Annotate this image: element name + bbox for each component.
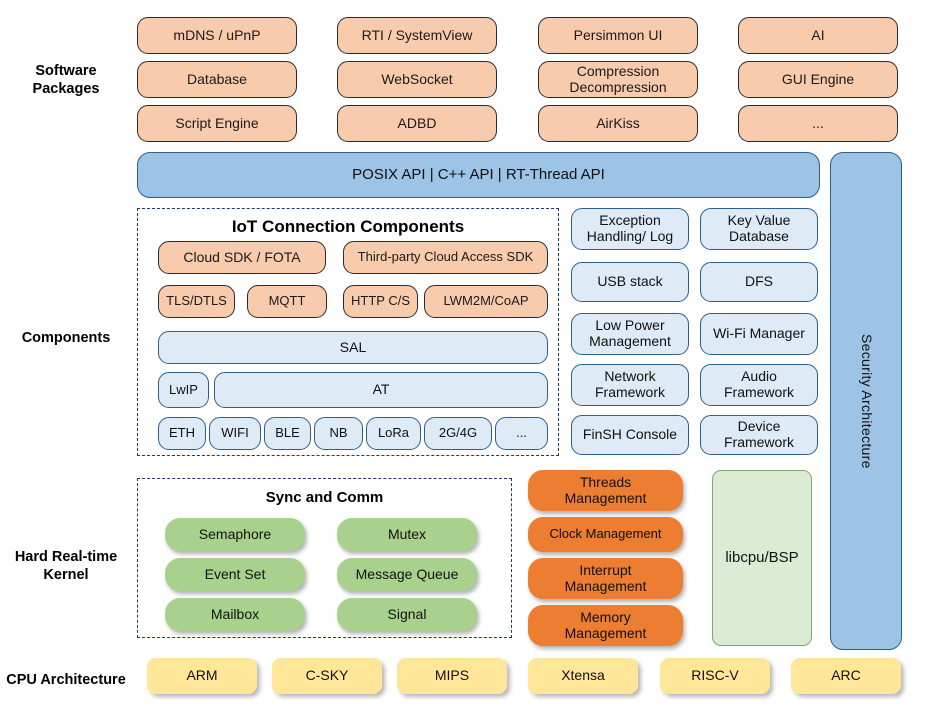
row-label-cpu-architecture: CPU Architecture — [6, 671, 126, 688]
kernel-semaphore[interactable]: Semaphore — [165, 518, 305, 551]
kernel-message-queue[interactable]: Message Queue — [337, 558, 477, 591]
cpu-xtensa[interactable]: Xtensa — [528, 658, 638, 694]
sync-and-comm-title: Sync and Comm — [265, 489, 384, 506]
package-ai[interactable]: AI — [738, 17, 898, 54]
row-label-components: Components — [21, 329, 111, 346]
iot-lwm2m-coap[interactable]: LWM2M/CoAP — [424, 285, 548, 318]
component-finsh-console[interactable]: FinSH Console — [571, 415, 689, 455]
component-low-power-management[interactable]: Low Power Management — [571, 313, 689, 355]
kernel-interrupt-management[interactable]: Interrupt Management — [528, 558, 683, 599]
libcpu-bsp-box[interactable]: libcpu/BSP — [712, 470, 812, 646]
cpu-arc[interactable]: ARC — [791, 658, 901, 694]
iot-link-lora[interactable]: LoRa — [366, 417, 421, 450]
kernel-clock-management[interactable]: Clock Management — [528, 517, 683, 552]
kernel-threads-management[interactable]: Threads Management — [528, 470, 683, 511]
package-adbd[interactable]: ADBD — [337, 105, 497, 142]
component-usb-stack[interactable]: USB stack — [571, 262, 689, 302]
component-exception-handling-log[interactable]: Exception Handling/ Log — [571, 208, 689, 250]
security-architecture-label: Security Architecture — [858, 333, 875, 469]
iot-link-more[interactable]: ... — [495, 417, 548, 450]
iot-link-nb[interactable]: NB — [314, 417, 363, 450]
component-dfs[interactable]: DFS — [700, 262, 818, 302]
iot-at[interactable]: AT — [214, 372, 548, 408]
cpu-risc-v[interactable]: RISC-V — [660, 658, 770, 694]
api-bar: POSIX API | C++ API | RT-Thread API — [137, 152, 820, 198]
component-device-framework[interactable]: Device Framework — [700, 415, 818, 455]
package-rti-systemview[interactable]: RTI / SystemView — [337, 17, 497, 54]
package-more[interactable]: ... — [738, 105, 898, 142]
iot-link-2g-4g[interactable]: 2G/4G — [424, 417, 492, 450]
kernel-memory-management[interactable]: Memory Management — [528, 605, 683, 646]
row-label-software-packages: Software Packages — [32, 62, 100, 97]
iot-connection-components-group: IoT Connection Components — [137, 208, 559, 456]
cpu-arm[interactable]: ARM — [147, 658, 257, 694]
row-label-kernel: Hard Real-time Kernel — [14, 548, 118, 583]
kernel-mutex[interactable]: Mutex — [337, 518, 477, 551]
package-persimmon-ui[interactable]: Persimmon UI — [538, 17, 698, 54]
iot-link-eth[interactable]: ETH — [158, 417, 206, 450]
iot-link-ble[interactable]: BLE — [264, 417, 311, 450]
iot-link-wifi[interactable]: WIFI — [209, 417, 261, 450]
iot-mqtt[interactable]: MQTT — [247, 285, 327, 318]
package-gui-engine[interactable]: GUI Engine — [738, 61, 898, 98]
iot-lwip[interactable]: LwIP — [158, 372, 209, 408]
iot-tls-dtls[interactable]: TLS/DTLS — [158, 285, 235, 318]
kernel-event-set[interactable]: Event Set — [165, 558, 305, 591]
component-network-framework[interactable]: Network Framework — [571, 364, 689, 406]
component-key-value-database[interactable]: Key Value Database — [700, 208, 818, 250]
iot-cloud-sdk-fota[interactable]: Cloud SDK / FOTA — [158, 241, 326, 274]
package-compression-decompression[interactable]: Compression Decompression — [538, 61, 698, 98]
package-database[interactable]: Database — [137, 61, 297, 98]
kernel-signal[interactable]: Signal — [337, 598, 477, 631]
security-architecture-bar: Security Architecture — [830, 152, 902, 650]
package-airkiss[interactable]: AirKiss — [538, 105, 698, 142]
kernel-mailbox[interactable]: Mailbox — [165, 598, 305, 631]
sync-and-comm-group: Sync and Comm — [137, 478, 512, 638]
package-script-engine[interactable]: Script Engine — [137, 105, 297, 142]
iot-sal[interactable]: SAL — [158, 331, 548, 364]
iot-third-party-cloud-access-sdk[interactable]: Third-party Cloud Access SDK — [343, 241, 548, 274]
cpu-c-sky[interactable]: C-SKY — [272, 658, 382, 694]
package-websocket[interactable]: WebSocket — [337, 61, 497, 98]
cpu-mips[interactable]: MIPS — [397, 658, 507, 694]
package-mdns-upnp[interactable]: mDNS / uPnP — [137, 17, 297, 54]
iot-group-title: IoT Connection Components — [231, 217, 465, 236]
iot-http-cs[interactable]: HTTP C/S — [343, 285, 418, 318]
component-audio-framework[interactable]: Audio Framework — [700, 364, 818, 406]
component-wifi-manager[interactable]: Wi-Fi Manager — [700, 313, 818, 355]
